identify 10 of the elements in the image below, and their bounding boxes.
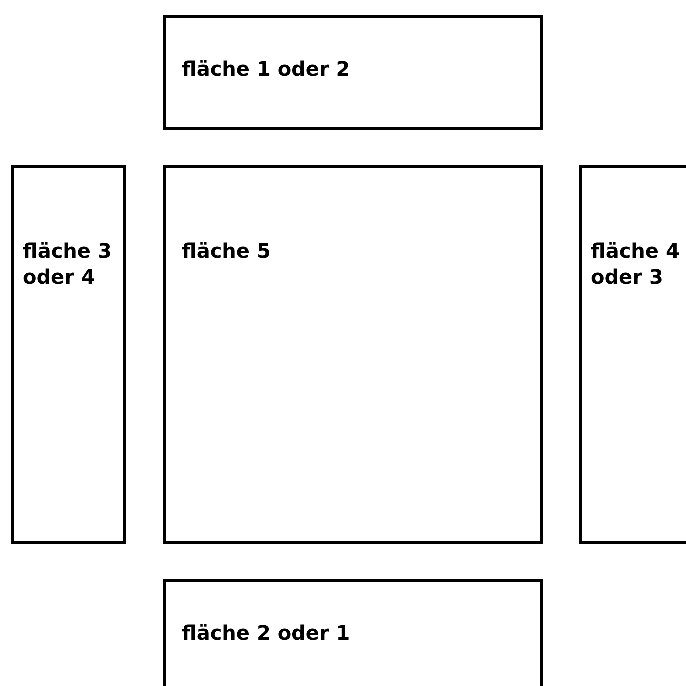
face-label: fläche 5 [182, 238, 271, 264]
face-box [163, 15, 543, 130]
face-label: fläche 4 oder 3 [591, 238, 681, 290]
face-label: fläche 2 oder 1 [182, 620, 350, 646]
face-box [11, 165, 126, 544]
face-box [163, 579, 543, 686]
face-box [163, 165, 543, 544]
face-box [579, 165, 686, 544]
face-label: fläche 1 oder 2 [182, 56, 350, 82]
face-label: fläche 3 oder 4 [23, 238, 113, 290]
